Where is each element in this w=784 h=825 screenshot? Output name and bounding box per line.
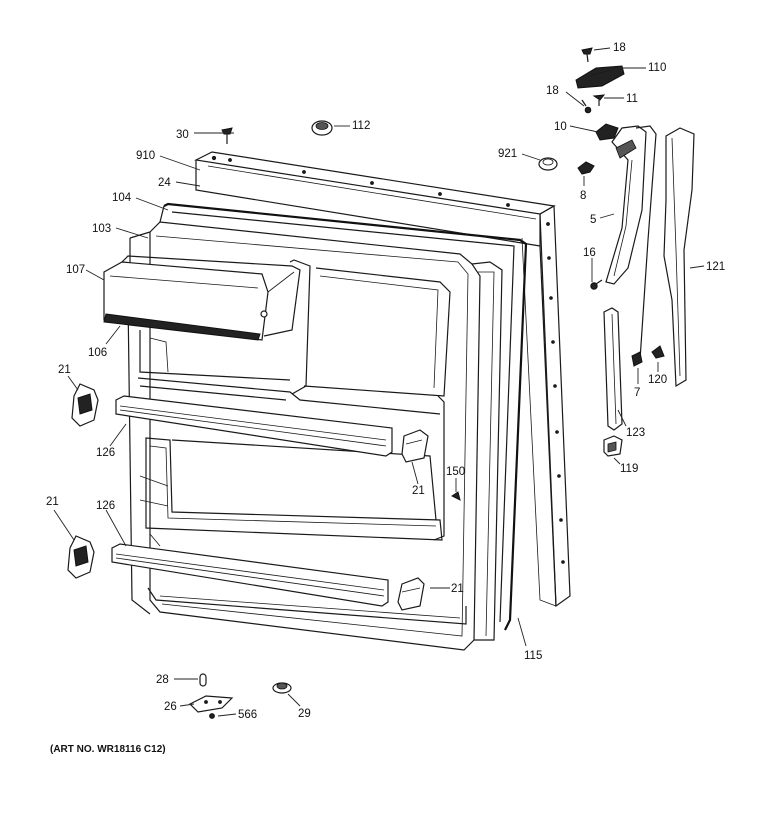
bracket-120	[651, 345, 665, 359]
callout-5: 5	[590, 214, 596, 226]
clip-119	[603, 435, 623, 457]
shelf-endcap-left-upper	[71, 383, 99, 427]
glide-29	[272, 682, 292, 694]
hinge-cover-110	[575, 65, 625, 89]
callout-28: 28	[156, 674, 169, 686]
callout-29: 29	[298, 708, 311, 720]
outer-door-panel	[194, 151, 571, 608]
hinge-10	[595, 123, 619, 141]
callout-18-hinge: 18	[546, 85, 559, 97]
screw-18-hinge	[581, 99, 592, 114]
callout-104: 104	[112, 192, 132, 204]
callout-18-top: 18	[613, 42, 626, 54]
callout-26: 26	[164, 701, 177, 713]
leader-lines	[53, 47, 705, 717]
screw-566	[209, 713, 215, 719]
shelf-endcap-right-upper	[401, 429, 429, 463]
callout-30: 30	[176, 129, 189, 141]
callout-24: 24	[158, 177, 171, 189]
callout-126-lower: 126	[96, 500, 115, 512]
callout-labels: 18 110 18 11 30 112 10 910 921 24 8 104 …	[46, 42, 725, 721]
door-handle-121	[663, 127, 695, 388]
art-number-caption: (ART NO. WR18116 C12)	[50, 744, 166, 755]
hinge-bracket-5	[605, 125, 657, 367]
cam-8	[577, 161, 595, 175]
callout-921: 921	[498, 148, 517, 160]
callout-566: 566	[238, 709, 257, 721]
callout-126-upper: 126	[96, 447, 115, 459]
dairy-compartment-door	[103, 255, 301, 381]
pin-28	[199, 673, 207, 687]
callout-10: 10	[554, 121, 567, 133]
screw-11	[592, 94, 606, 106]
callout-21-left-upper: 21	[58, 364, 71, 376]
callout-8: 8	[580, 190, 586, 202]
callout-21-right-lower: 21	[451, 583, 464, 595]
door-shelf-upper	[115, 395, 393, 457]
shelf-endcap-right-lower	[397, 577, 425, 611]
callout-119: 119	[620, 463, 638, 475]
plate-26	[188, 695, 234, 713]
callout-120: 120	[648, 374, 667, 386]
screw-30	[221, 127, 233, 144]
rail-123	[603, 307, 623, 431]
callout-910: 910	[136, 150, 155, 162]
callout-107: 107	[66, 264, 85, 276]
callout-106: 106	[88, 347, 107, 359]
callout-112: 112	[352, 120, 370, 132]
shelf-endcap-left-lower	[67, 535, 95, 579]
plug-112	[311, 120, 333, 136]
callout-115: 115	[524, 650, 542, 662]
stop-7	[631, 351, 643, 367]
callout-123: 123	[626, 427, 645, 439]
plug-921	[538, 157, 558, 171]
callout-150: 150	[446, 466, 465, 478]
screw-18-top	[581, 47, 593, 63]
door-shelf-lower	[111, 533, 389, 607]
callout-21-left-lower: 21	[46, 496, 59, 508]
screw-150	[451, 491, 461, 501]
callout-103: 103	[92, 223, 111, 235]
callout-7: 7	[634, 387, 640, 399]
screw-16	[590, 279, 603, 290]
callout-121: 121	[706, 261, 725, 273]
callout-11: 11	[626, 93, 638, 105]
callout-16: 16	[583, 247, 596, 259]
callout-21-right-upper: 21	[412, 485, 425, 497]
callout-110: 110	[648, 62, 666, 74]
panel-screw-holes	[211, 155, 565, 564]
